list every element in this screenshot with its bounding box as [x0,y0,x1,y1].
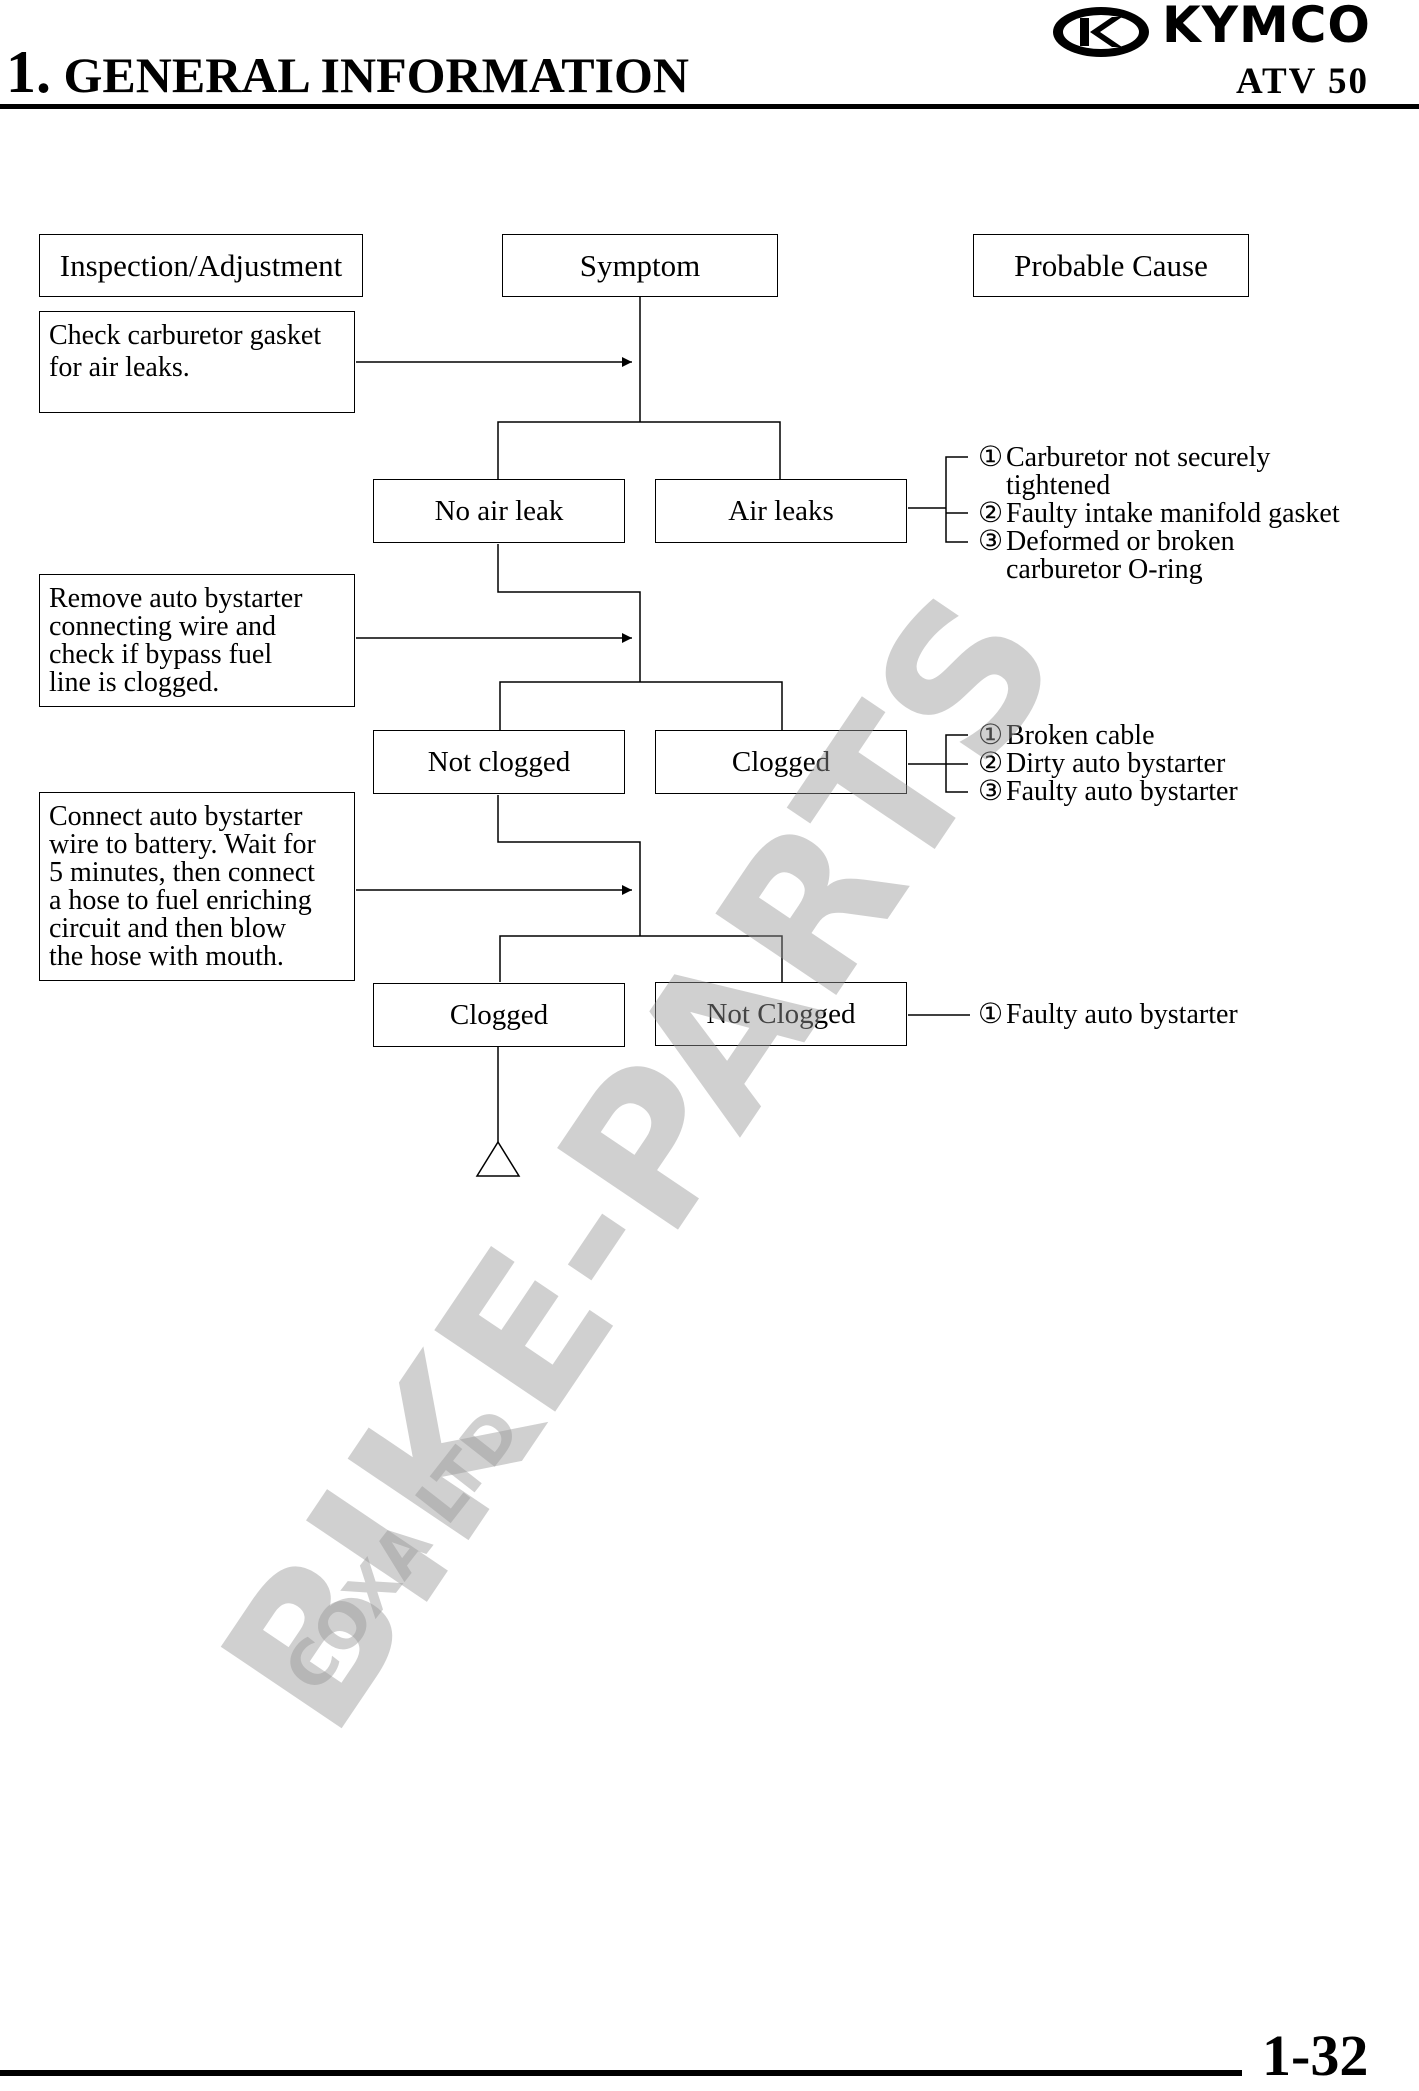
continuation-triangle-icon [475,1140,521,1177]
column-header-cause: Probable Cause [973,234,1249,297]
branch-2 [499,681,783,730]
inspection-step-1: Check carburetor gasket for air leaks. [39,311,355,413]
header-rule [0,104,1419,109]
symptom-trunk-3 [497,795,641,936]
page-number: 1-32 [1262,2023,1369,2088]
branch-3 [499,935,783,982]
result-not-clogged: Not clogged [373,730,625,794]
cause-bracket-1 [945,456,968,543]
result-clogged-final: Clogged [373,983,625,1047]
result-not-clogged-final: Not Clogged [655,982,907,1046]
result-clogged: Clogged [655,730,907,794]
brand-logo: KYMCO [1050,0,1380,64]
page-title: 1. GENERAL INFORMATION [6,38,689,107]
brand-name: KYMCO [1162,0,1371,54]
footer-rule [0,2070,1242,2076]
branch-1 [497,421,781,479]
chapter-title: GENERAL INFORMATION [63,47,690,103]
result-air-leaks: Air leaks [655,479,907,543]
inspection-step-3: Connect auto bystarter wire to battery. … [39,792,355,981]
kymco-logo-icon [1053,7,1149,57]
result-no-air-leak: No air leak [373,479,625,543]
chapter-number: 1. [6,39,51,105]
column-header-inspection: Inspection/Adjustment [39,234,363,297]
column-header-symptom: Symptom [502,234,778,297]
model-name: ATV 50 [1236,61,1369,102]
symptom-trunk-2 [497,544,641,682]
inspection-step-2: Remove auto bystarter connecting wire an… [39,574,355,707]
